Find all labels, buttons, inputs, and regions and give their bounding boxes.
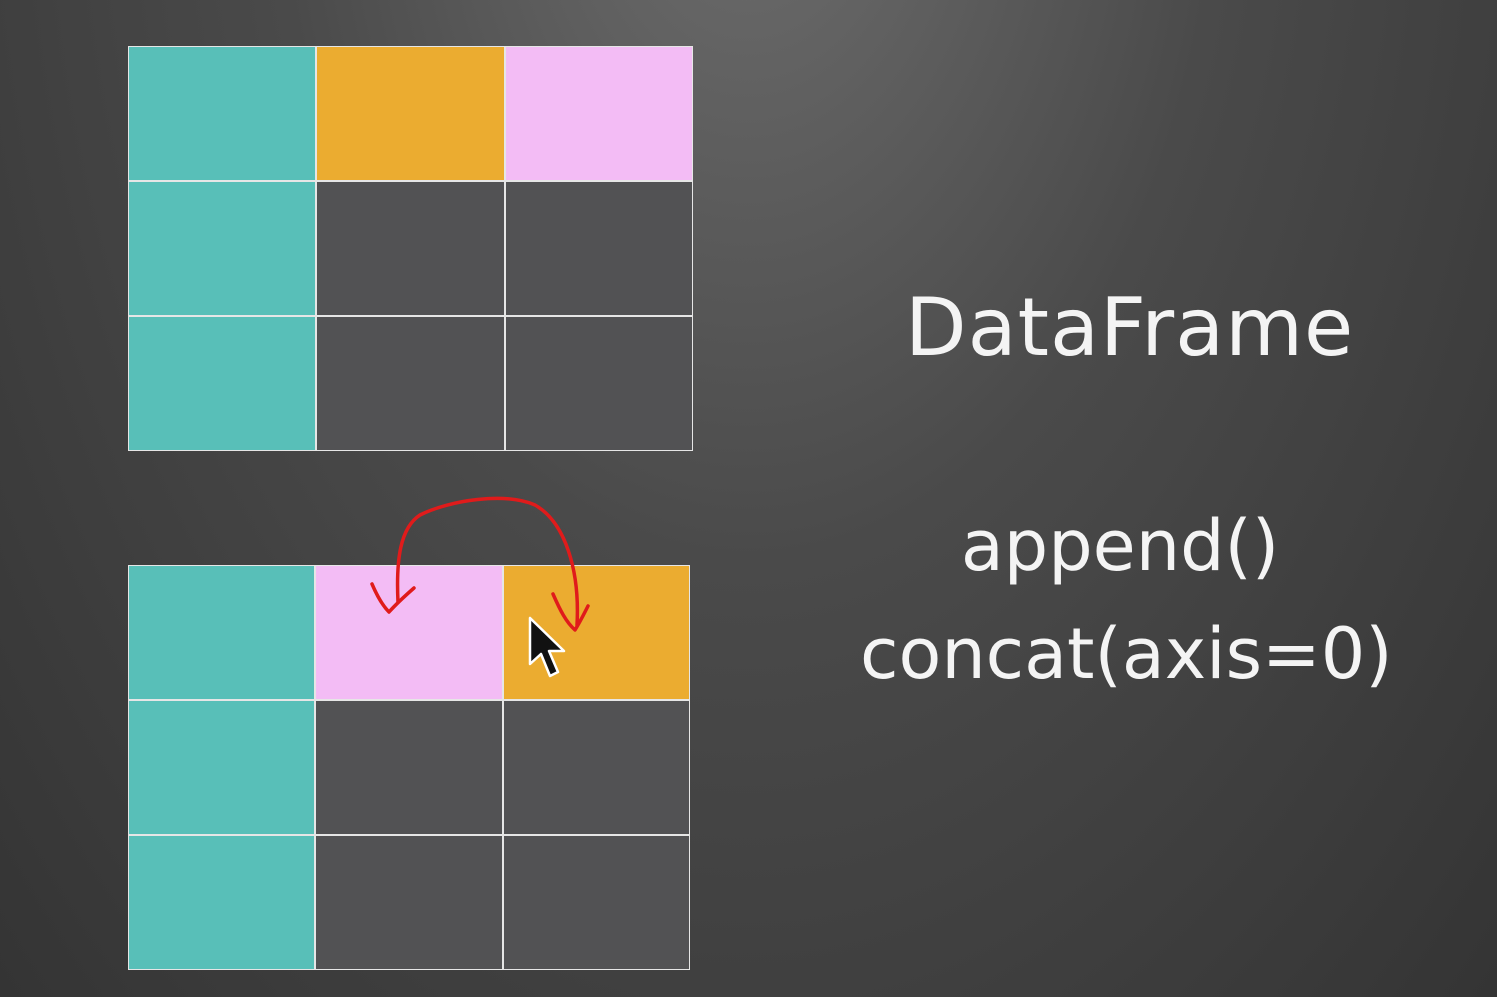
method-concat: concat(axis=0): [860, 613, 1393, 695]
top-cell-r2c3: [505, 182, 692, 315]
method-append: append(): [960, 505, 1280, 587]
top-cell-r1c3: [505, 47, 692, 180]
bottom-cell-r2c2: [316, 701, 502, 834]
top-cell-r3c1: [129, 317, 316, 450]
bottom-cell-r3c3: [503, 836, 689, 969]
bottom-dataframe-grid: [128, 565, 690, 970]
top-cell-r2c2: [317, 182, 504, 315]
bottom-cell-r1c3: [503, 566, 689, 699]
dataframe-title: DataFrame: [905, 281, 1355, 374]
bottom-cell-r1c1: [129, 566, 315, 699]
bottom-cell-r2c1: [129, 701, 315, 834]
top-cell-r1c2: [317, 47, 504, 180]
method-list: append() concat(axis=0): [860, 492, 1393, 708]
bottom-cell-r3c1: [129, 836, 315, 969]
bottom-cell-r2c3: [503, 701, 689, 834]
top-cell-r1c1: [129, 47, 316, 180]
bottom-cell-r1c2: [316, 566, 502, 699]
top-dataframe-grid: [128, 46, 693, 451]
bottom-cell-r3c2: [316, 836, 502, 969]
top-cell-r3c2: [317, 317, 504, 450]
top-cell-r3c3: [505, 317, 692, 450]
top-cell-r2c1: [129, 182, 316, 315]
